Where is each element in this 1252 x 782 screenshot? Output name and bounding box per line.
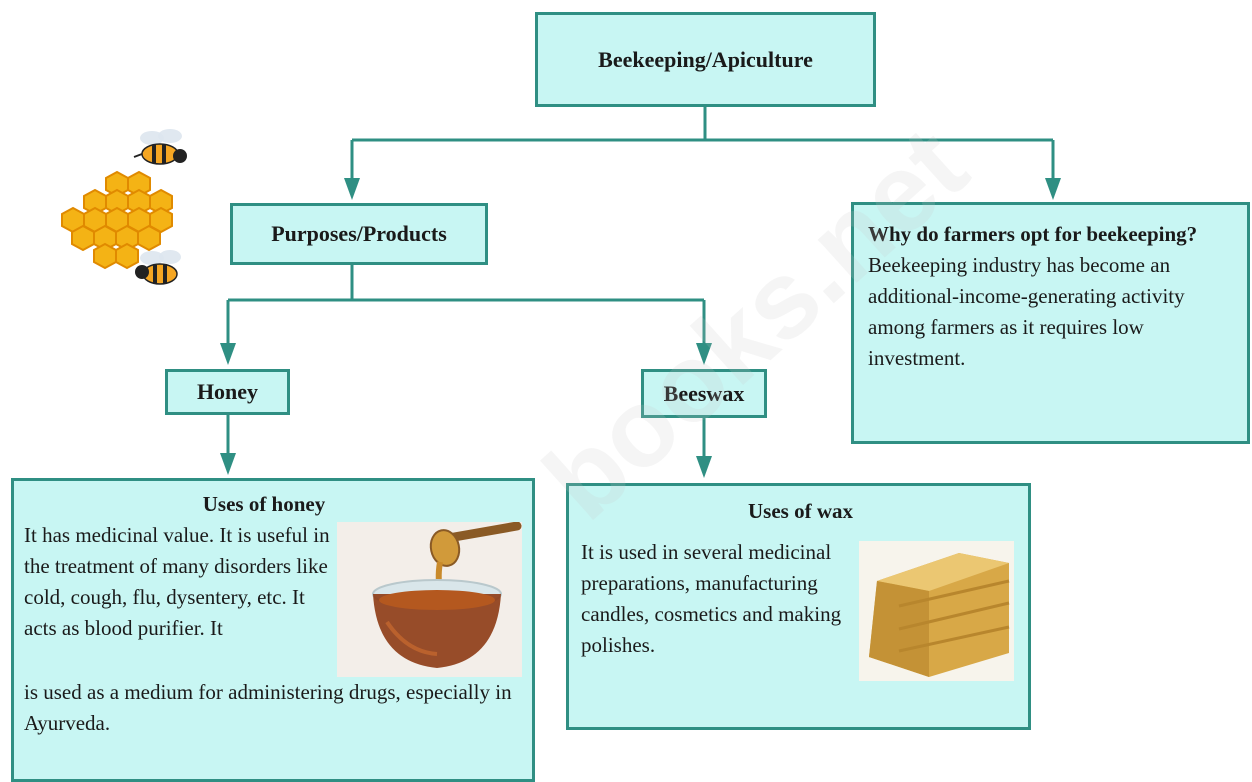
uses-honey-heading: Uses of honey [202, 492, 326, 516]
uses-of-honey-box: Uses of honey It has medicinal value. It… [11, 478, 535, 782]
honeycomb-bees-image [61, 129, 187, 285]
beeswax-title: Beeswax [663, 380, 745, 406]
uses-of-wax-box: Uses of wax It is used in several medici… [566, 483, 1031, 730]
purposes-title: Purposes/Products [271, 221, 447, 246]
uses-wax-text: It is used in several medicinal preparat… [581, 540, 842, 657]
beeswax-node: Beeswax [641, 369, 767, 418]
root-title: Beekeeping/Apiculture [598, 46, 813, 72]
uses-honey-text-2: is used as a medium for administering dr… [24, 680, 512, 735]
why-farmers-box: Why do farmers opt for beekeeping? Beeke… [851, 202, 1250, 444]
uses-wax-heading: Uses of wax [748, 499, 853, 523]
why-heading: Why do farmers opt for beekeeping? [868, 222, 1198, 246]
why-text: Beekeeping industry has become an additi… [868, 253, 1185, 370]
root-node: Beekeeping/Apiculture [535, 12, 876, 107]
beeswax-block-image [859, 541, 1014, 681]
honey-node: Honey [165, 369, 290, 415]
honey-bowl-image [337, 522, 522, 677]
honey-title: Honey [196, 379, 259, 404]
uses-honey-text-1: It has medicinal value. It is useful in … [24, 523, 330, 640]
purposes-node: Purposes/Products [230, 203, 488, 265]
